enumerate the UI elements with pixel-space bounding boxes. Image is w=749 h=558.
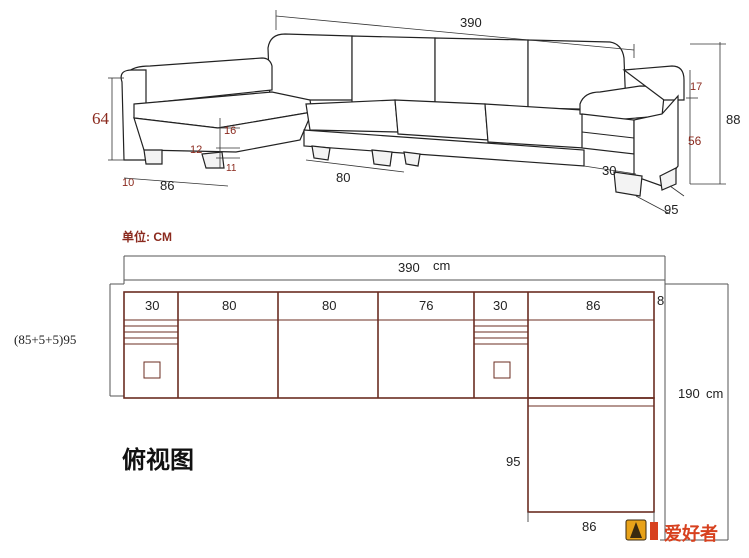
label-arm-width: 30 xyxy=(602,163,616,178)
label-arm-top: 17 xyxy=(690,81,702,93)
dim-arm-width-line xyxy=(583,165,637,175)
dim-depth-line xyxy=(635,195,671,215)
label-chaise-leg-offset: 10 xyxy=(122,177,134,189)
watermark-text: 爱好者 xyxy=(664,523,718,544)
seat-cushion-3 xyxy=(484,103,585,149)
plan-arm-box-left xyxy=(143,361,161,379)
dim-seat-section-line xyxy=(305,159,405,173)
right-drawer xyxy=(581,113,635,155)
plan-chaise-width: 86 xyxy=(582,519,596,534)
plan-total-unit: cm xyxy=(433,258,450,273)
right-leg-back xyxy=(659,167,677,191)
label-depth: 95 xyxy=(664,202,678,217)
label-seat-section: 80 xyxy=(336,170,350,185)
back-cushion-left xyxy=(267,33,353,101)
sofa-leg-mid-2 xyxy=(371,149,393,167)
sofa-leg-mid-1 xyxy=(311,145,331,161)
plan-view: 390 cm (85+5+5)95 190 cm xyxy=(14,255,729,541)
plan-seg-6: 86 xyxy=(586,298,600,313)
plan-total-width: 390 xyxy=(398,260,420,275)
right-drawer-split xyxy=(581,131,635,139)
plan-chaise xyxy=(527,397,655,513)
chaise-leg-right xyxy=(201,151,225,169)
chaise-leg-left xyxy=(143,149,163,165)
plan-arm-box-mid xyxy=(493,361,511,379)
plan-main-body xyxy=(123,291,655,399)
plan-right-edge: 8 xyxy=(657,293,664,308)
label-leg: 11 xyxy=(226,163,237,174)
plan-title: 俯视图 xyxy=(122,446,194,474)
dim-chaise-depth-line xyxy=(123,177,229,187)
plan-seg-1: 30 xyxy=(145,298,159,313)
right-leg xyxy=(613,171,643,197)
label-seat-cushion: 16 xyxy=(224,125,236,137)
label-seat-base: 12 xyxy=(190,144,202,156)
dim-depth-line-2 xyxy=(669,185,685,197)
plan-length: 190 xyxy=(678,386,700,401)
seat-cushion-1 xyxy=(305,99,399,133)
label-chaise-height: 64 xyxy=(92,109,110,128)
label-total-height: 88 xyxy=(726,112,740,127)
plan-seg-3: 80 xyxy=(322,298,336,313)
back-cushion-2 xyxy=(351,35,436,105)
label-total-width: 390 xyxy=(460,15,482,30)
plan-length-unit: cm xyxy=(706,386,723,401)
sofa-perspective: 390 64 16 12 11 10 86 80 30 17 56 88 95 xyxy=(92,10,740,217)
label-base-height: 56 xyxy=(688,134,702,148)
back-cushion-3 xyxy=(434,37,529,109)
unit-label: 单位: CM xyxy=(122,229,172,244)
plan-seg-4: 76 xyxy=(419,298,433,313)
plan-seg-5: 30 xyxy=(493,298,507,313)
dim-total-width-line xyxy=(275,15,635,51)
plan-seg-2: 80 xyxy=(222,298,236,313)
logo-mark xyxy=(630,522,642,538)
seat-cushion-2 xyxy=(394,99,489,141)
plan-chaise-depth: 95 xyxy=(506,454,520,469)
logo-figure-icon xyxy=(650,522,658,540)
sofa-leg-mid-3 xyxy=(403,151,421,167)
plan-depth-label: (85+5+5)95 xyxy=(14,332,76,347)
watermark-logo: 爱好者 xyxy=(625,519,718,544)
right-arm-rail xyxy=(622,65,685,101)
label-chaise-depth: 86 xyxy=(160,178,174,193)
